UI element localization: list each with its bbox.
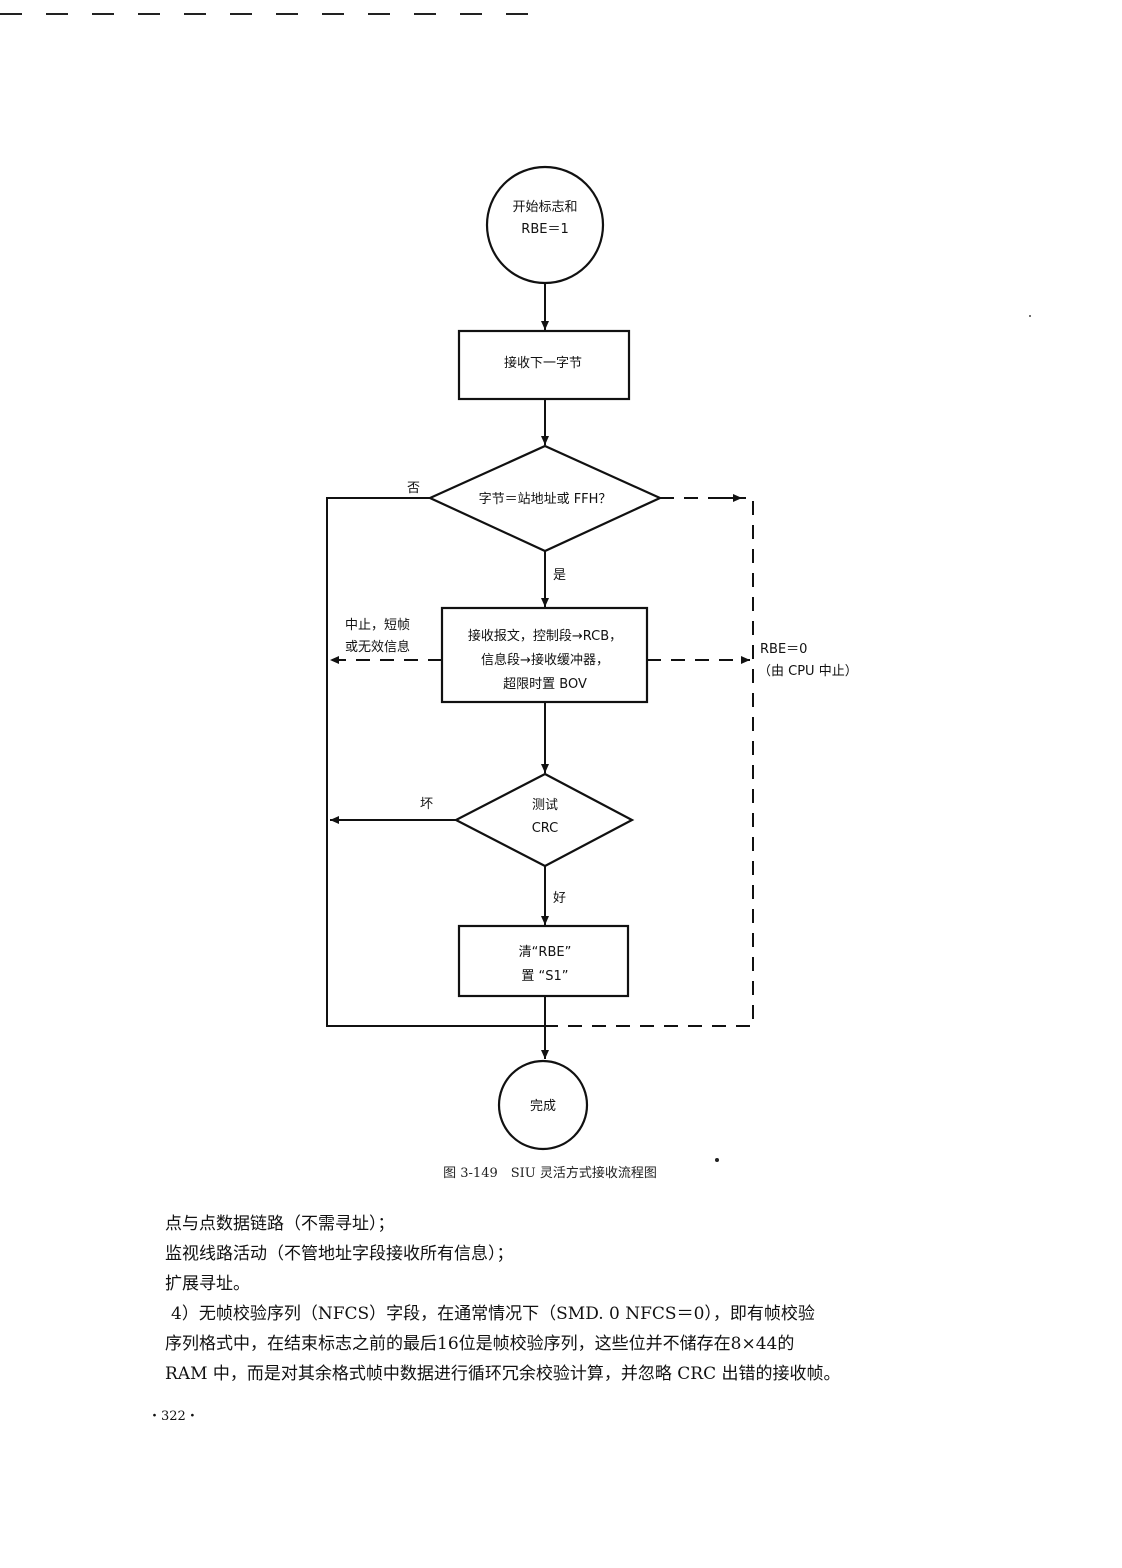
crc-decision-label-1: 测试: [532, 798, 558, 813]
reject-loop-line: [326, 497, 545, 1027]
label-rbe-zero-2: （由 CPU 中止）: [758, 664, 858, 679]
label-rbe-zero-1: RBE＝0: [760, 642, 807, 657]
body-line-4: 4）无帧校验序列（NFCS）字段，在通常情况下（SMD. 0 NFCS＝0），即…: [171, 1304, 815, 1324]
label-no: 否: [407, 481, 420, 496]
address-decision-label: 字节＝站地址或 FFH？: [479, 492, 612, 507]
body-line-3: 扩展寻址。: [165, 1274, 250, 1294]
start-label-1: 开始标志和: [512, 200, 577, 215]
end-node: [497, 1059, 589, 1151]
body-text: 点与点数据链路（不需寻址）； 监视线路活动（不管地址字段接收所有信息）； 扩展寻…: [165, 1209, 955, 1389]
page-number: ・322・: [148, 1409, 199, 1424]
label-good: 好: [553, 891, 566, 906]
start-label-2: RBE＝1: [521, 222, 568, 237]
clear-set-line-2: 置 “S1”: [521, 969, 568, 984]
figure-caption: 图 3-149 SIU 灵活方式接收流程图: [443, 1166, 657, 1181]
receive-process-line-2: 信息段→接收缓冲器，: [481, 652, 609, 668]
label-bad: 坏: [420, 797, 433, 812]
label-abort-1: 中止，短帧: [345, 618, 410, 633]
body-line-1: 点与点数据链路（不需寻址）；: [165, 1214, 395, 1234]
label-abort-2: 或无效信息: [345, 639, 410, 655]
end-label: 完成: [530, 1099, 556, 1114]
receive-process-line-3: 超限时置 BOV: [503, 677, 587, 692]
receive-process-line-1: 接收报文，控制段→RCB，: [468, 628, 622, 644]
rbe-abort-dashed-line: [545, 497, 754, 1027]
body-line-2: 监视线路活动（不管地址字段接收所有信息）；: [165, 1244, 514, 1264]
body-line-6: RAM 中，而是对其余格式帧中数据进行循环冗余校验计算，并忽略 CRC 出错的接…: [165, 1364, 841, 1384]
crc-decision-label-2: CRC: [532, 821, 559, 836]
speck: [715, 1158, 719, 1162]
body-line-5: 序列格式中，在结束标志之前的最后16位是帧校验序列，这些位并不储存在8×44的: [165, 1334, 795, 1354]
label-yes: 是: [553, 568, 566, 583]
speck: [1029, 315, 1031, 317]
clear-set-box: [457, 924, 630, 998]
crc-decision: [453, 772, 635, 868]
receive-byte-label: 接收下一字节: [504, 355, 582, 371]
clear-set-line-1: 清“RBE”: [519, 945, 572, 960]
